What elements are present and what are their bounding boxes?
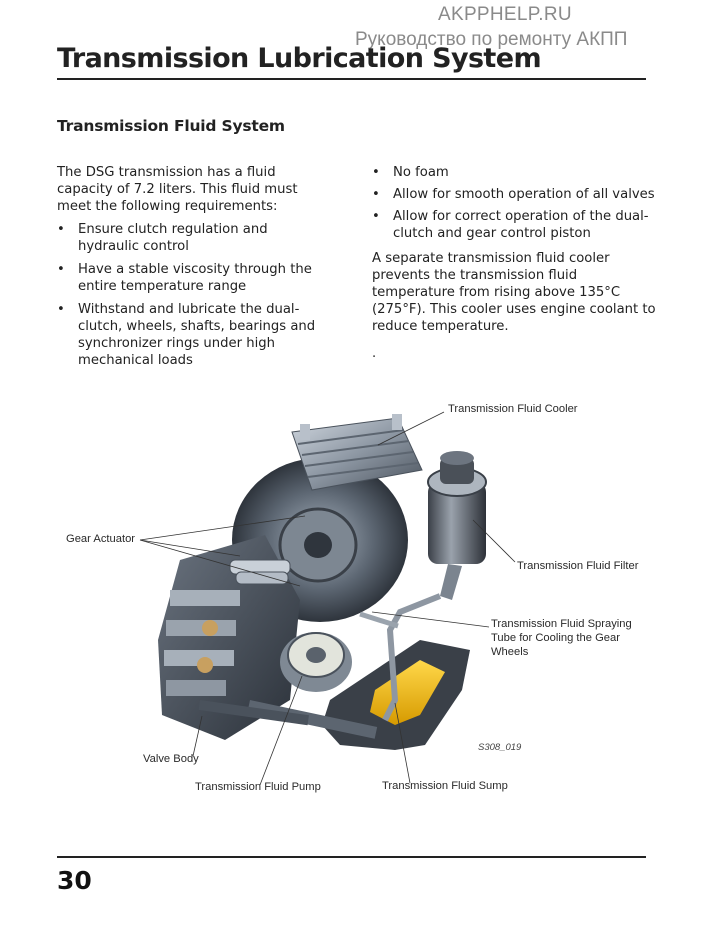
label-spraying-tube: Transmission Fluid Spraying Tube for Coo… bbox=[491, 618, 632, 658]
watermark-caption: Руководство по ремонту АКПП bbox=[355, 29, 628, 50]
figure-reference: S308_019 bbox=[478, 742, 522, 753]
list-item-text: Have a stable viscosity through the enti… bbox=[78, 262, 312, 294]
cooler-paragraph: A separate transmission fluid cooler pre… bbox=[372, 251, 656, 334]
bullet-icon: • bbox=[372, 187, 380, 202]
list-item-text: Withstand and lubricate the dual-clutch,… bbox=[78, 302, 316, 368]
list-item-text: Ensure clutch regulation and hydraulic c… bbox=[78, 222, 268, 254]
intro-paragraph: The DSG transmission has a fluid capacit… bbox=[57, 165, 298, 214]
valve-body bbox=[158, 535, 300, 740]
trailing-period: . bbox=[372, 346, 377, 361]
footer-rule bbox=[57, 856, 646, 858]
title-rule bbox=[57, 78, 646, 80]
dual-clutch-center bbox=[304, 532, 332, 558]
section-heading: Transmission Fluid System bbox=[57, 117, 285, 135]
lower-shaft bbox=[198, 700, 309, 726]
fluid-filter bbox=[427, 451, 487, 600]
fluid-cooler bbox=[291, 414, 423, 491]
list-item: • No foam bbox=[372, 164, 657, 181]
list-item: • Ensure clutch regulation and hydraulic … bbox=[57, 221, 332, 255]
list-item: • Allow for smooth operation of all valve… bbox=[372, 186, 657, 203]
right-column: • No foam • Allow for smooth operation of … bbox=[372, 164, 657, 335]
page-number: 30 bbox=[57, 866, 92, 895]
watermark-site: AKPPHELP.RU bbox=[438, 4, 572, 25]
spraying-tube bbox=[382, 593, 442, 722]
requirements-list: • Ensure clutch regulation and hydraulic … bbox=[57, 221, 332, 369]
list-item-text: No foam bbox=[393, 165, 449, 180]
bullet-icon: • bbox=[372, 165, 380, 180]
bullet-icon: • bbox=[57, 222, 65, 237]
bullet-icon: • bbox=[57, 302, 65, 317]
bullet-icon: • bbox=[372, 209, 380, 224]
bullet-icon: • bbox=[57, 262, 65, 277]
label-pump: Transmission Fluid Pump bbox=[195, 781, 321, 793]
label-gear-actuator: Gear Actuator bbox=[66, 533, 136, 545]
left-column: The DSG transmission has a fluid capacit… bbox=[57, 164, 332, 375]
page-title: Transmission Lubrication System bbox=[57, 43, 542, 74]
list-item: • Withstand and lubricate the dual-clutch… bbox=[57, 301, 332, 369]
main-shaft bbox=[247, 699, 378, 739]
label-cooler: Transmission Fluid Cooler bbox=[448, 403, 578, 415]
fluid-pump bbox=[280, 632, 352, 692]
requirements-list-continued: • No foam • Allow for smooth operation of … bbox=[372, 164, 657, 242]
list-item-text: Allow for correct operation of the dual-… bbox=[393, 209, 649, 241]
list-item-text: Allow for smooth operation of all valves bbox=[393, 187, 655, 202]
list-item: • Allow for correct operation of the dual… bbox=[372, 208, 657, 242]
label-filter: Transmission Fluid Filter bbox=[517, 560, 639, 572]
label-sump: Transmission Fluid Sump bbox=[382, 780, 508, 792]
leader-lines bbox=[139, 411, 516, 786]
list-item: • Have a stable viscosity through the ent… bbox=[57, 261, 332, 295]
label-valve-body: Valve Body bbox=[143, 753, 199, 765]
